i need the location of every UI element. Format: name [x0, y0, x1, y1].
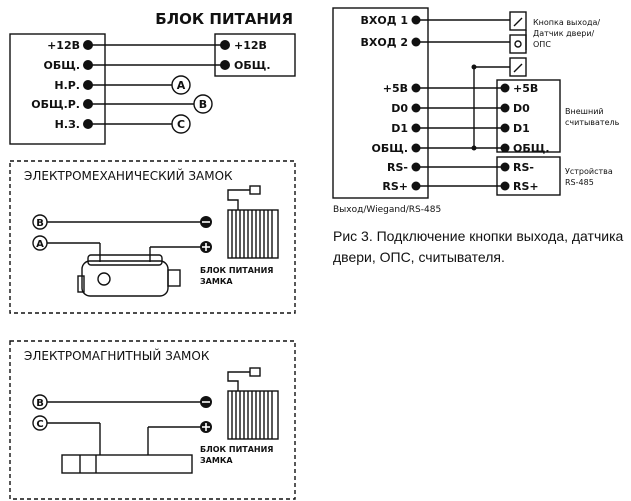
lock-psu-icon-2 [227, 367, 279, 440]
controller-input-2: ВХОД 2 [361, 36, 409, 49]
reader-label-1: Внешний [565, 107, 604, 116]
reader-terminal-2: D0 [513, 102, 530, 115]
em-marker-b-label: B [36, 218, 44, 229]
electromag-lock-box [9, 340, 296, 500]
reader-label-2: считыватель [565, 118, 620, 127]
psu-left-terminal-2: ОБЩ. [44, 59, 81, 72]
sensor-label-2: Датчик двери/ [533, 29, 595, 38]
psu-left-terminal-1: +12В [47, 39, 80, 52]
controller-terminal-4: ОБЩ. [372, 142, 409, 155]
ops-sensor-icon [509, 57, 527, 77]
emag-marker-b-label: B [36, 398, 44, 409]
controller-terminal-5: RS- [387, 161, 408, 174]
sensor-label-3: ОПС [533, 40, 551, 49]
emag-psu-label-2: ЗАМКА [200, 456, 233, 465]
rs-label-1: Устройства [565, 167, 613, 176]
em-psu-label-1: БЛОК ПИТАНИЯ [200, 266, 273, 275]
marker-c-label: C [177, 118, 185, 131]
rs-terminal-2: RS+ [513, 180, 539, 193]
em-psu-label-2: ЗАМКА [200, 277, 233, 286]
reader-terminal-3: D1 [513, 122, 530, 135]
controller-terminal-2: D0 [391, 102, 408, 115]
rs-label-2: RS-485 [565, 178, 594, 187]
controller-terminal-3: D1 [391, 122, 408, 135]
psu-right-terminal-1: +12В [234, 39, 267, 52]
em-marker-a-label: A [36, 239, 44, 250]
rs-terminal-1: RS- [513, 161, 534, 174]
rs485-box [496, 156, 561, 196]
reader-terminal-1: +5В [513, 82, 538, 95]
electromag-title: ЭЛЕКТРОМАГНИТНЫЙ ЗАМОК [24, 348, 210, 363]
door-sensor-icon [509, 34, 527, 54]
psu-left-terminal-5: Н.З. [55, 118, 80, 131]
electromech-title: ЭЛЕКТРОМЕХАНИЧЕСКИЙ ЗАМОК [24, 168, 233, 183]
figure-caption: Рис 3. Подключение кнопки выхода, датчик… [333, 226, 629, 268]
caption-line-2: двери, ОПС, считывателя. [333, 249, 505, 265]
lock-psu-icon-1 [227, 185, 279, 259]
caption-line-1: Рис 3. Подключение кнопки выхода, датчик… [333, 228, 624, 244]
controller-terminal-1: +5В [383, 82, 408, 95]
electromech-lock-box [9, 160, 296, 314]
controller-terminal-6: RS+ [382, 180, 408, 193]
marker-a-label: A [177, 79, 186, 92]
marker-c [171, 114, 191, 134]
psu-right-box [214, 33, 296, 77]
psu-left-box [9, 33, 106, 145]
psu-left-terminal-3: Н.Р. [54, 79, 80, 92]
psu-right-terminal-2: ОБЩ. [234, 59, 271, 72]
reader-terminal-4: ОБЩ. [513, 142, 550, 155]
psu-left-terminal-4: ОБЩ.Р. [31, 98, 80, 111]
marker-a [171, 75, 191, 95]
controller-box [332, 7, 429, 199]
sensor-label-1: Кнопка выхода/ [533, 18, 600, 27]
controller-input-1: ВХОД 1 [361, 14, 409, 27]
psu-title: БЛОК ПИТАНИЯ [155, 10, 293, 28]
marker-b-label: B [199, 98, 207, 111]
marker-b [193, 94, 213, 114]
exit-button-icon [509, 11, 527, 31]
emag-psu-label-1: БЛОК ПИТАНИЯ [200, 445, 273, 454]
electromag-lock-icon [61, 454, 193, 474]
electromech-lock-icon [77, 254, 181, 297]
reader-box [496, 79, 561, 153]
controller-footer: Выход/Wiegand/RS-485 [333, 205, 441, 215]
emag-marker-c-label: C [36, 419, 43, 430]
